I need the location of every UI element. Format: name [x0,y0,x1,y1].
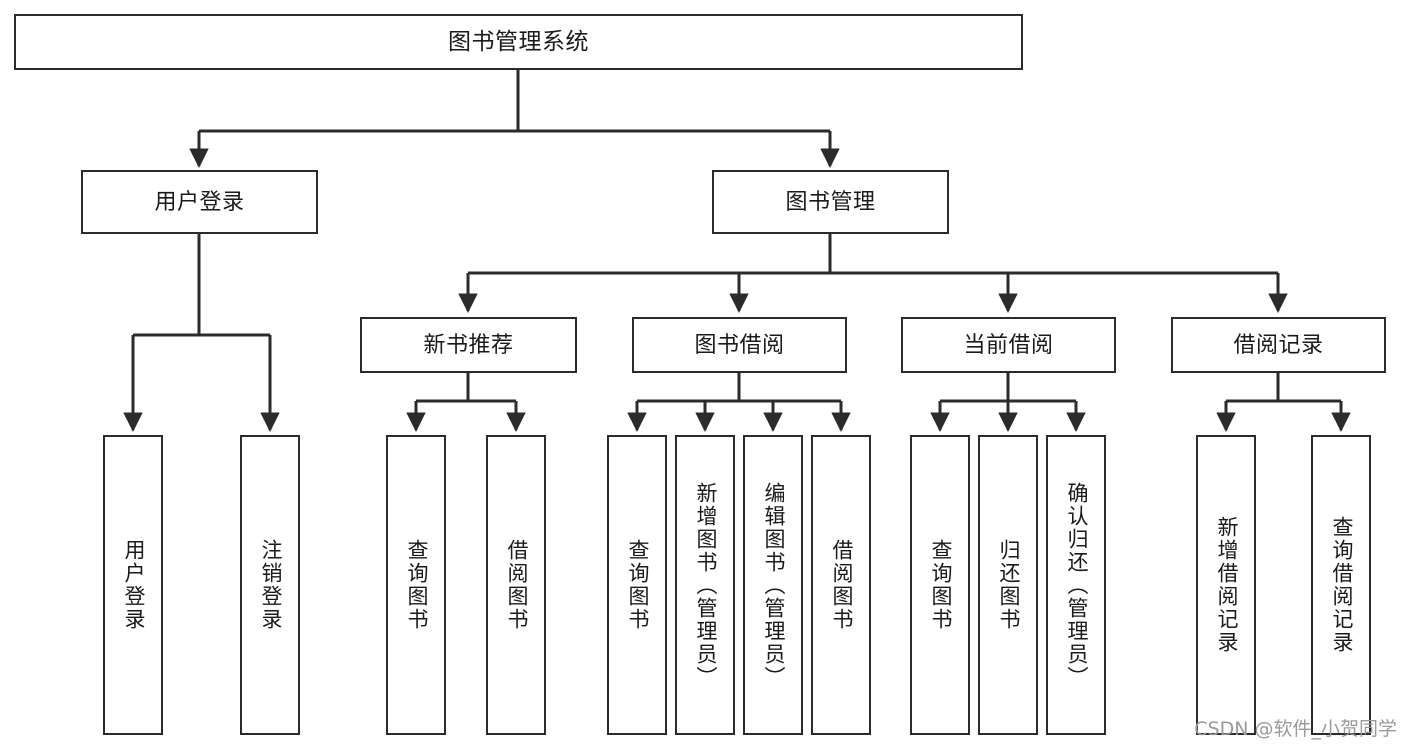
node-label: 新增图书（管理员） [694,481,718,689]
leaf-current-borrow-query-book[interactable]: 查询图书 [910,435,970,735]
node-label: 注销登录 [259,539,283,631]
node-label: 新增借阅记录 [1215,516,1239,654]
leaf-borrow-record-add-record[interactable]: 新增借阅记录 [1196,435,1256,735]
node-borrow-record[interactable]: 借阅记录 [1171,317,1386,373]
leaf-new-book-borrow-book[interactable]: 借阅图书 [486,435,546,735]
node-label: 查询图书 [929,539,953,631]
node-new-book-recommendation[interactable]: 新书推荐 [360,317,577,373]
csdn-watermark: CSDN @软件_小贺同学 [1194,718,1397,740]
leaf-book-borrow-edit-book-admin[interactable]: 编辑图书（管理员） [743,435,803,735]
node-label: 查询图书 [405,539,429,631]
leaf-new-book-query-book[interactable]: 查询图书 [386,435,446,735]
node-label: 借阅图书 [505,539,529,631]
node-current-borrow[interactable]: 当前借阅 [901,317,1116,373]
node-user-login[interactable]: 用户登录 [81,170,318,234]
leaf-borrow-record-query-record[interactable]: 查询借阅记录 [1311,435,1371,735]
node-label: 归还图书 [997,539,1021,631]
leaf-user-login-logout[interactable]: 注销登录 [240,435,300,735]
leaf-book-borrow-borrow-book[interactable]: 借阅图书 [811,435,871,735]
node-label: 借阅图书 [830,539,854,631]
node-label: 查询借阅记录 [1330,516,1354,654]
node-label: 图书管理系统 [448,28,589,55]
node-label: 图书管理 [785,189,876,215]
node-label: 确认归还（管理员） [1065,481,1089,689]
node-book-management[interactable]: 图书管理 [712,170,949,234]
node-label: 用户登录 [154,189,245,215]
node-root-system[interactable]: 图书管理系统 [14,14,1023,70]
node-label: 查询图书 [626,539,650,631]
leaf-current-borrow-return-book[interactable]: 归还图书 [978,435,1038,735]
node-label: 图书借阅 [694,332,785,358]
node-label: 用户登录 [122,539,146,631]
leaf-book-borrow-query-book[interactable]: 查询图书 [607,435,667,735]
node-label: 新书推荐 [423,332,514,358]
node-label: 编辑图书（管理员） [762,481,786,689]
leaf-book-borrow-add-book-admin[interactable]: 新增图书（管理员） [675,435,735,735]
leaf-current-borrow-confirm-return-admin[interactable]: 确认归还（管理员） [1046,435,1106,735]
leaf-user-login-login[interactable]: 用户登录 [103,435,163,735]
node-label: 当前借阅 [963,332,1054,358]
node-label: 借阅记录 [1233,332,1324,358]
node-book-borrow[interactable]: 图书借阅 [632,317,847,373]
